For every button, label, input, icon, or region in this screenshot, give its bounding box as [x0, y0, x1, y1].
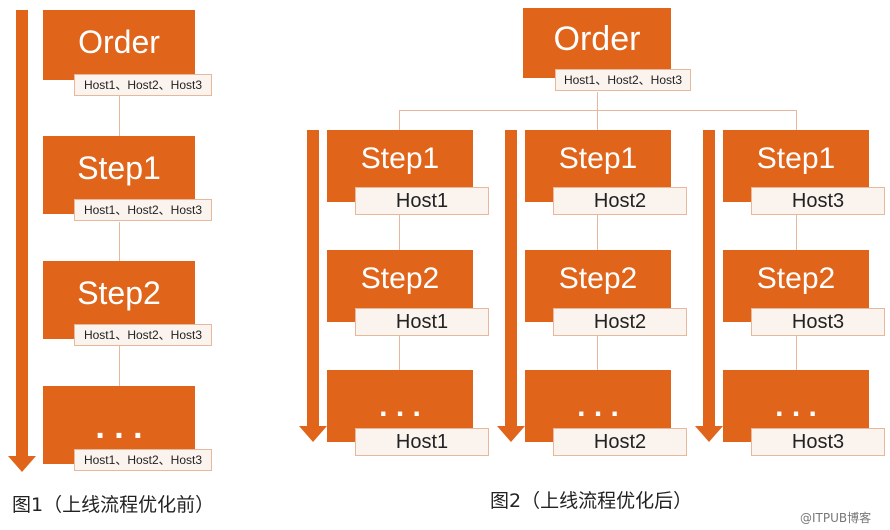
- fig2-node-host: Host3: [751, 308, 885, 336]
- fig2-connector: [796, 110, 797, 130]
- fig1-node-title: Step2: [77, 275, 161, 311]
- fig1-node-title: Step1: [77, 150, 161, 186]
- fig1-connector: [119, 96, 120, 138]
- fig2-node-title: Step2: [360, 262, 440, 295]
- fig2-node-order: Order: [523, 8, 671, 78]
- fig2-node-step1: Step1: [525, 130, 671, 202]
- fig2-node-host: Host3: [751, 428, 885, 456]
- fig2-node-title: . . .: [775, 390, 817, 423]
- fig2-node-host: Host2: [553, 187, 687, 215]
- fig2-flow-arrow-head: [497, 426, 525, 442]
- fig1-node-hosts: Host1、Host2、Host3: [74, 199, 212, 221]
- fig2-node-title: . . .: [577, 390, 619, 423]
- fig2-node-host: Host2: [553, 428, 687, 456]
- fig2-node-title: Step1: [558, 142, 638, 175]
- fig2-connector: [399, 214, 400, 250]
- fig1-caption: 图1（上线流程优化前）: [12, 494, 215, 516]
- fig2-flow-arrow-shaft: [703, 130, 715, 428]
- fig2-flow-arrow-head: [299, 426, 327, 442]
- fig1-node-hosts: Host1、Host2、Host3: [74, 74, 212, 96]
- fig2-caption: 图2（上线流程优化后）: [490, 490, 693, 512]
- fig1-flow-arrow-head: [8, 456, 36, 472]
- fig2-connector: [796, 214, 797, 250]
- fig2-connector: [399, 110, 400, 130]
- fig2-node-title: . . .: [379, 390, 421, 423]
- fig2-node-title: Step1: [360, 142, 440, 175]
- fig2-flow-arrow-shaft: [307, 130, 319, 428]
- fig2-node-host: Host2: [553, 308, 687, 336]
- fig1-flow-arrow-shaft: [16, 10, 28, 458]
- fig2-connector: [597, 214, 598, 250]
- fig2-node-title: Step1: [756, 142, 836, 175]
- fig1-connector: [119, 222, 120, 264]
- fig2-connector: [597, 334, 598, 370]
- fig2-node-title: Step2: [558, 262, 638, 295]
- fig2-node-hosts: Host1、Host2、Host3: [555, 69, 691, 91]
- fig2-node-host: Host1: [355, 428, 489, 456]
- fig2-flow-arrow-head: [695, 426, 723, 442]
- fig2-node-title: Order: [553, 20, 641, 58]
- fig2-flow-arrow-shaft: [505, 130, 517, 428]
- fig1-connector: [119, 346, 120, 388]
- fig2-connector: [796, 334, 797, 370]
- fig2-node-title: Step2: [756, 262, 836, 295]
- fig2-node-host: Host3: [751, 187, 885, 215]
- fig1-node-order: Order: [43, 10, 195, 80]
- fig2-node-host: Host1: [355, 187, 489, 215]
- fig2-node-host: Host1: [355, 308, 489, 336]
- fig2-connector: [597, 92, 598, 110]
- fig2-connector: [597, 110, 598, 130]
- fig1-node-title: Order: [78, 24, 160, 60]
- fig2-connector: [399, 334, 400, 370]
- watermark: @ITPUB博客: [800, 511, 872, 525]
- fig1-node-hosts: Host1、Host2、Host3: [74, 449, 212, 471]
- fig1-node-hosts: Host1、Host2、Host3: [74, 324, 212, 346]
- fig1-node-title: . . .: [95, 408, 143, 446]
